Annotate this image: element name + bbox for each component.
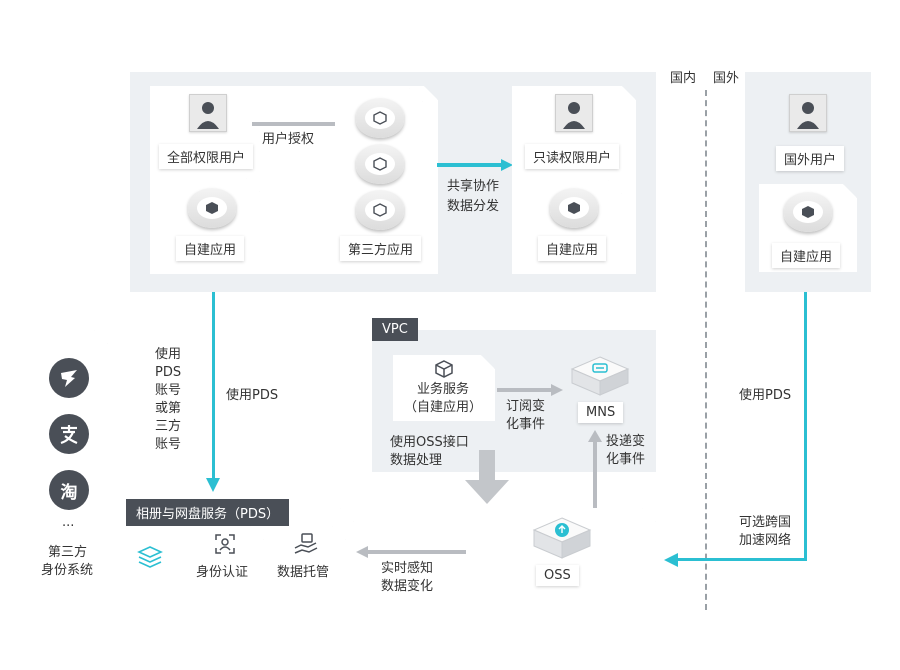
- user-avatar-icon: [189, 94, 227, 132]
- accel-line2: 加速网络: [739, 533, 792, 548]
- overseas-line-vertical: [804, 292, 807, 560]
- pds-stack-icon: [137, 546, 163, 568]
- overseas-user-label: 国外用户: [776, 146, 845, 171]
- identity-title-line2: 身份系统: [41, 563, 94, 578]
- data-hosting-label: 数据托管: [277, 565, 330, 580]
- user-auth-label: 用户授权: [262, 132, 315, 147]
- sense-line2: 数据变化: [381, 579, 434, 594]
- self-app-left-coin: [188, 188, 236, 228]
- share-arrow: [437, 159, 513, 171]
- use-pds-accounts: 使用 PDS 账号 或第 三方 账号: [155, 346, 189, 454]
- overseas-use-pds: 使用PDS: [739, 388, 792, 403]
- data-hosting-icon: [294, 533, 318, 554]
- business-service-line1: 业务服务: [417, 382, 470, 397]
- dingtalk-icon: [49, 358, 89, 398]
- subscribe-line2: 化事件: [506, 417, 546, 432]
- third-party-label: 第三方应用: [340, 236, 422, 261]
- readonly-user-label: 只读权限用户: [525, 144, 620, 169]
- deliver-line1: 投递变: [606, 434, 646, 449]
- sense-arrow: [356, 546, 466, 558]
- use-pds-accounts-line: 账号: [155, 437, 182, 452]
- third-party-coin-3: [356, 190, 404, 230]
- share-line2: 数据分发: [447, 199, 500, 214]
- business-service-icon: [435, 360, 453, 378]
- use-pds-line: [212, 292, 215, 480]
- self-app-left-label: 自建应用: [176, 236, 245, 261]
- readonly-avatar-icon: [555, 94, 593, 132]
- accel-line1: 可选跨国: [739, 515, 792, 530]
- subscribe-line1: 订阅变: [506, 399, 546, 414]
- alipay-icon: [49, 414, 89, 454]
- self-app-right-label: 自建应用: [538, 236, 607, 261]
- deliver-line2: 化事件: [606, 452, 646, 467]
- oss-cube-icon: [532, 517, 592, 559]
- oss-api-line2: 数据处理: [390, 453, 443, 468]
- sense-line1: 实时感知: [381, 561, 434, 576]
- business-service-line2: （自建应用）: [404, 400, 483, 415]
- deliver-arrow: [588, 430, 602, 508]
- overseas-label: 国外: [713, 71, 740, 86]
- data-hosting-card: [268, 526, 346, 586]
- taobao-icon: 淘: [49, 470, 89, 510]
- business-service-card: [393, 355, 495, 421]
- identity-auth-card: [186, 526, 264, 586]
- use-pds-accounts-line: PDS: [155, 365, 182, 380]
- third-party-coin-1: [356, 98, 404, 138]
- overseas-avatar-icon: [789, 94, 827, 132]
- overseas-app-coin: [784, 192, 832, 232]
- use-pds-accounts-line: 三方: [155, 419, 182, 434]
- third-party-coin-2: [356, 144, 404, 184]
- vpc-badge: VPC: [372, 318, 418, 341]
- identity-auth-icon: [215, 534, 235, 554]
- subscribe-arrow: [497, 384, 563, 396]
- domestic-label: 国内: [670, 71, 697, 86]
- mns-cube-icon: [570, 356, 630, 396]
- self-app-right-coin: [550, 188, 598, 228]
- identity-title-line1: 第三方: [48, 545, 88, 560]
- oss-label: OSS: [536, 565, 579, 586]
- use-pds-accounts-line: 或第: [155, 401, 182, 416]
- pds-badge: 相册与网盘服务（PDS）: [126, 499, 290, 526]
- mns-label: MNS: [578, 402, 624, 423]
- overseas-line-horizontal: [676, 558, 807, 561]
- identity-ellipsis: ...: [62, 515, 75, 530]
- overseas-arrowhead: [664, 553, 678, 567]
- oss-api-arrow: [465, 450, 509, 504]
- share-line1: 共享协作: [447, 179, 500, 194]
- full-user-label: 全部权限用户: [159, 144, 254, 169]
- use-pds-accounts-line: 使用: [155, 347, 182, 362]
- region-divider: [705, 90, 707, 610]
- use-pds-label: 使用PDS: [226, 388, 279, 403]
- use-pds-arrowhead: [206, 478, 220, 492]
- overseas-app-label: 自建应用: [772, 243, 841, 268]
- use-pds-accounts-line: 账号: [155, 383, 182, 398]
- identity-auth-label: 身份认证: [196, 565, 249, 580]
- oss-api-line1: 使用OSS接口: [390, 435, 469, 450]
